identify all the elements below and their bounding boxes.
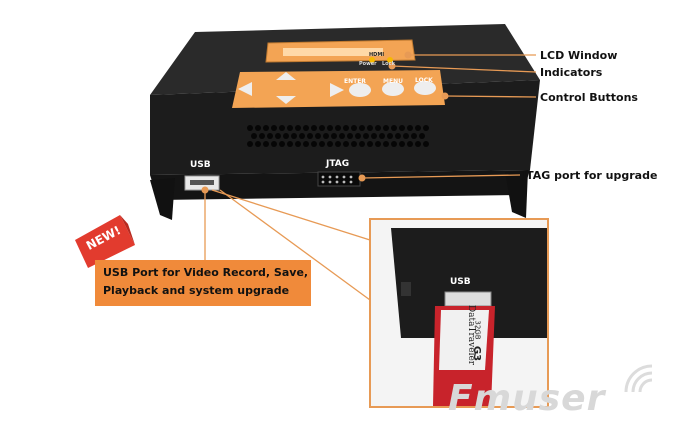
usb-port-callout: USB Port for Video Record, Save, Playbac…	[95, 260, 311, 306]
indicators-label: Indicators	[540, 66, 603, 79]
arrow-right-icon	[330, 83, 344, 97]
fmuser-watermark: Fmuser	[448, 378, 606, 419]
jtag-port	[317, 171, 361, 187]
lock-indicator	[387, 57, 393, 63]
usb-callout-line-1: USB Port for Video Record, Save,	[103, 266, 309, 279]
lock-button-shape	[414, 81, 436, 95]
menu-label: MENU	[383, 78, 403, 85]
enter-label: ENTER	[344, 78, 366, 85]
usb-inset-photo: USB DataTraveler 32GB G3	[369, 218, 549, 408]
inset-illustration	[391, 228, 547, 406]
arrow-up-icon	[276, 72, 296, 80]
inset-device-body	[391, 228, 547, 338]
device-foot-right	[505, 170, 528, 218]
lock-label: LOCK	[415, 77, 433, 84]
inset-usb-label: USB	[450, 277, 471, 287]
hdmi-label: HDMI	[369, 52, 385, 58]
power-indicator	[369, 57, 375, 63]
lcd-screen	[283, 48, 383, 56]
usb-silk-label: USB	[190, 160, 211, 170]
new-badge	[75, 215, 135, 268]
jtag-upgrade-label: JTAG port for upgrade	[522, 169, 658, 182]
menu-button-shape	[382, 82, 404, 96]
arrow-down-icon	[276, 96, 296, 104]
drive-capacity-label: 32GB	[473, 320, 482, 340]
vent-holes	[247, 125, 429, 147]
lock-led-label: Lock	[382, 61, 395, 67]
jtag-silk-label: JTAG	[326, 159, 350, 169]
device-foot-left	[150, 178, 175, 220]
usb-callout-line-2: Playback and system upgrade	[103, 284, 290, 297]
drive-model-label: G3	[471, 345, 483, 362]
enter-button-shape	[349, 83, 371, 97]
lcd-window-label: LCD Window	[540, 49, 618, 62]
callout-lines	[204, 54, 537, 301]
control-buttons-label: Control Buttons	[540, 91, 638, 104]
signal-icon	[624, 364, 653, 393]
inset-usb-port	[444, 291, 492, 307]
power-led-label: Power	[359, 61, 377, 67]
arrow-left-icon	[238, 82, 252, 96]
